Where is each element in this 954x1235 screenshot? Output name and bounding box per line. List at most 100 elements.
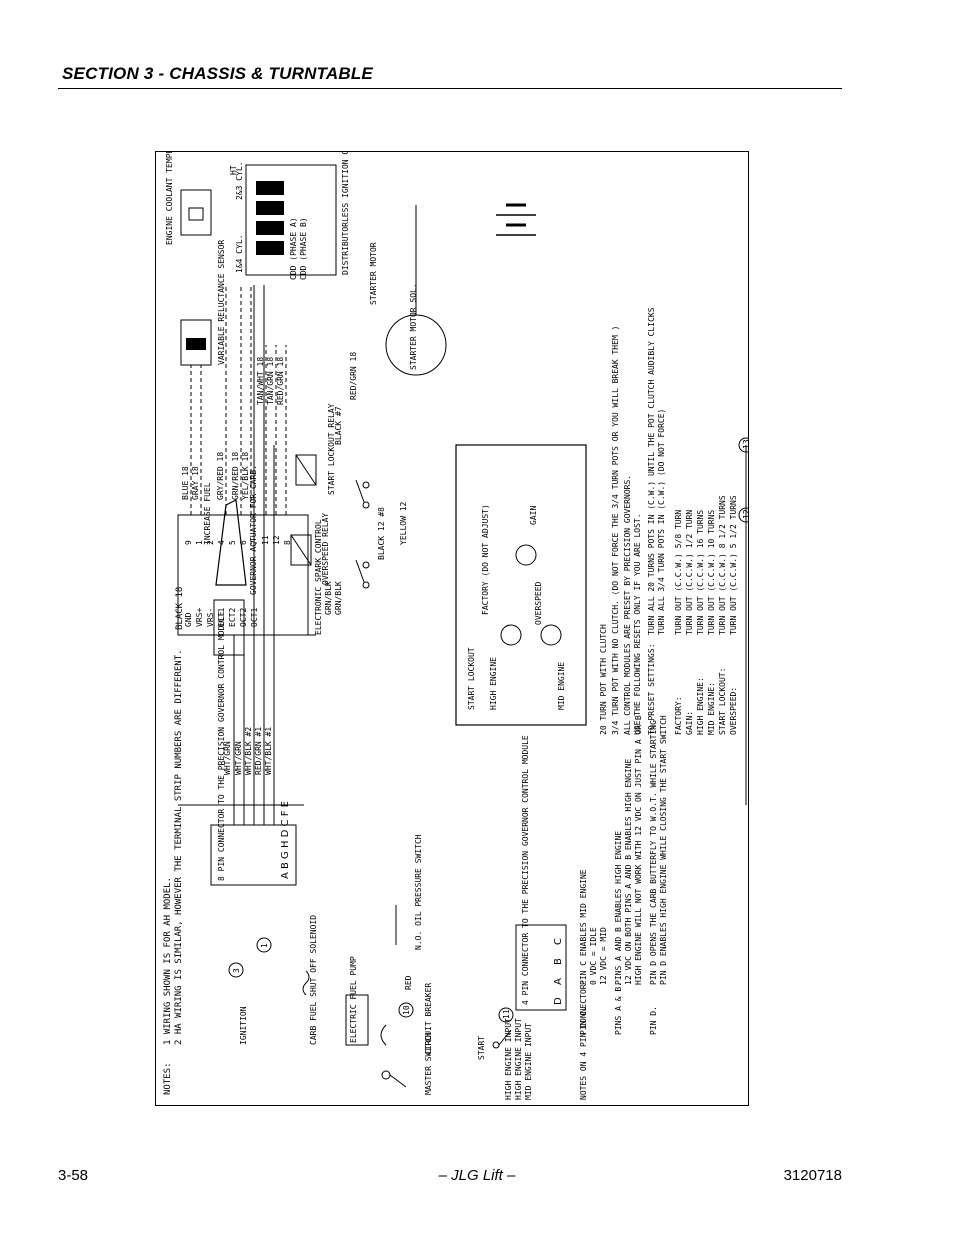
circuit-breaker-symbol: [380, 1024, 387, 1046]
four-pin-c: C: [553, 938, 564, 945]
wire-label-gray18: GRAY 18: [191, 466, 200, 500]
label-ignition: IGNITION: [239, 1006, 248, 1045]
label-start: START: [477, 1036, 486, 1060]
notes-label: NOTES:: [163, 1062, 173, 1095]
relay-switch-arm-1: [355, 559, 365, 583]
notes-line-2: 2 HA WIRING IS SIMILAR, HOWEVER THE TERM…: [174, 649, 184, 1045]
relay-contact-4: [362, 481, 370, 489]
wiring-diagram-svg: NOTES: 1 WIRING SHOWN IS FOR AH MODEL. 2…: [163, 152, 748, 1100]
relay-switch-arm-2: [355, 479, 365, 503]
eight-pin-connector-pins: A B G H D C F E: [280, 801, 291, 879]
start-lockout-relay-coil: [295, 454, 317, 486]
pot-preset-b: TURN ALL 3/4 TURN POTS IN (C.W.) (DO NOT…: [657, 409, 666, 635]
spark-pin-number: 4: [217, 540, 226, 545]
setting-value: TURN OUT (C.C.W.) 10 TURNS: [707, 510, 716, 635]
setting-name: START LOCKOUT:: [718, 668, 727, 735]
wire-label-grn-blk-2: GRN/BLK: [334, 581, 343, 615]
spark-pin-number: 9: [184, 540, 193, 545]
label-starter-motor: STARTER MOTOR: [369, 242, 378, 305]
label-vr-sensor: VARIABLE RELUCTANCE SENSOR: [217, 240, 226, 365]
label-carb-fuel-shutoff: CARB FUEL SHUT OFF SOLENOID: [309, 915, 318, 1045]
terminal-10-label: 10: [402, 1005, 411, 1015]
spark-pin-name: VRS-: [206, 608, 215, 627]
terminal-11-left: [498, 1007, 514, 1023]
relay-contact-1: [362, 581, 370, 589]
spark-pin-number: 1: [195, 540, 204, 545]
label-cyl23: 2&3 CYL.: [235, 161, 244, 200]
pot-legend-4: USE THE FOLLOWING RESETS ONLY IF YOU ARE…: [633, 513, 642, 735]
terminal-1-label: 1: [260, 943, 269, 948]
wire-label-gry-red18: GRY/RED 18: [216, 452, 225, 500]
label-increase-fuel: INCREASE FUEL: [203, 482, 212, 545]
master-switch-contact: [381, 1070, 391, 1080]
spark-pin-name: ECT2: [228, 608, 237, 627]
label-cyl14: 1&4 CYL.: [235, 234, 244, 273]
gov-gain-pot: [515, 544, 537, 566]
conn4-pin-d-1: PIN D OPENS THE CARB BUTTERFLY TO W.O.T.…: [649, 720, 658, 985]
wire-label-wht-blk-2: WHT/BLK #2: [244, 727, 253, 775]
conn4-pin-ab-2: 12 VDC ON BOTH PINS A AND B ENABLES HIGH…: [624, 758, 633, 985]
wire-label-black12: BLACK 12 #8: [377, 507, 386, 560]
label-spark-control: ELECTRONIC SPARK CONTROL: [314, 519, 323, 635]
label-starter-motor-sol: STARTER MOTOR SOL.: [409, 283, 418, 370]
wire-label-grn-red18: GRN/RED 18: [231, 452, 240, 500]
eight-pin-connector-title: 8 PIN CONNECTOR TO THE PRECISION GOVERNO…: [217, 611, 226, 881]
setting-value: TURN OUT (C.C.W.) 16 TURNS: [696, 510, 705, 635]
gov-factory-pot: [500, 624, 522, 646]
header-divider: [58, 88, 842, 89]
label-electric-fuel-pump: ELECTRIC FUEL PUMP: [349, 956, 358, 1043]
coil-4: [256, 181, 284, 195]
spark-pin-number: 2: [206, 540, 215, 545]
wire-label-red-grn-1: RED/GRN #1: [254, 727, 263, 775]
pot-preset-a: TURN ALL 20 TURNS POTS IN (C.W.) UNTIL T…: [647, 307, 656, 635]
page-number: 3-58: [58, 1167, 89, 1184]
master-switch-arm: [389, 1074, 407, 1088]
gov-mid-engine: MID ENGINE: [557, 662, 566, 710]
conn4-input-1: HIGH ENGINE INPUT: [504, 1018, 513, 1100]
four-pin-d: D: [553, 997, 564, 1005]
governor-module: [455, 444, 587, 726]
coolant-sensor: [180, 189, 212, 236]
pot-legend-3: ALL CONTROL MODULES ARE PRESET BY PRECIS…: [623, 475, 632, 735]
label-start-lockout-relay: START LOCKOUT RELAY: [327, 403, 336, 495]
label-ignition-coil: DISTRIBUTORLESS IGNITION COIL: [341, 152, 350, 275]
start-lockout-relay: [295, 454, 317, 486]
wire-label-red-grn18-a: RED/GRN 18: [276, 357, 285, 405]
label-circuit-breaker: CIRCUIT BREAKER: [424, 983, 433, 1055]
footer-brand: – JLG Lift –: [438, 1167, 516, 1184]
setting-value: TURN OUT (C.C.W.) 1/2 TURN: [685, 510, 694, 635]
wire-label-red-grn18-b: RED/GRN 18: [349, 352, 358, 400]
setting-name: FACTORY:: [674, 696, 683, 735]
wire-label-blue18: BLUE 18: [181, 466, 190, 500]
relay-contact-2: [362, 561, 370, 569]
four-pin-connector-title: 4 PIN CONNECTOR TO THE PRECISION GOVERNO…: [521, 735, 530, 1005]
overspeed-relay: [290, 534, 312, 566]
spark-pin-number: 5: [228, 540, 237, 545]
pot-legend-1: 20 TURN POT WITH CLUTCH: [599, 624, 608, 735]
setting-value: TURN OUT (C.C.W.) 5 1/2 TURNS: [729, 495, 738, 635]
label-cdd-phase-b: CDD (PHASE B): [299, 217, 308, 280]
terminal-11-label-left: 11: [502, 1009, 511, 1019]
governor-arm: [215, 499, 247, 586]
wire-label-yellow12: YELLOW 12: [399, 501, 408, 545]
carb-solenoid-coil: [302, 970, 310, 996]
gov-overspeed: OVERSPEED: [534, 581, 543, 625]
pot-legend-2: 3/4 TURN POT WITH NO CLUTCH. (DO NOT FOR…: [611, 326, 620, 735]
wire-label-wht-grn-2: WHT/GRN: [234, 741, 243, 775]
conn4-input-2: HIGH ENGINE INPUT: [514, 1018, 523, 1100]
label-governor-actuator: GOVERNOR ACTUATOR FOR CARB.: [249, 465, 258, 595]
wire-label-wht-blk-1: WHT/BLK #1: [264, 727, 273, 775]
conn4-pin-ab-3: HIGH ENGINE WILL NOT WORK WITH 12 VDC ON…: [634, 715, 643, 985]
terminal-13-label: 13: [742, 439, 748, 449]
pot-preset-title: TO PRESET SETTINGS:: [647, 643, 656, 735]
gov-overspeed-pot: [540, 624, 562, 646]
spark-pin-number: 12: [272, 535, 281, 545]
wire-label-black18: BLACK 18: [175, 587, 185, 630]
spark-pin-number: 11: [261, 535, 270, 545]
gov-start-lockout: START LOCKOUT: [467, 647, 476, 710]
setting-value: TURN OUT (C.C.W.) 5/8 TURN: [674, 510, 683, 635]
section-title: SECTION 3 - CHASSIS & TURNTABLE: [62, 64, 373, 83]
wire-label-red: RED: [404, 975, 413, 990]
wire-label-tan-grn18: TAN/GRN 18: [266, 357, 275, 405]
spark-pin-number: 7: [250, 540, 259, 545]
